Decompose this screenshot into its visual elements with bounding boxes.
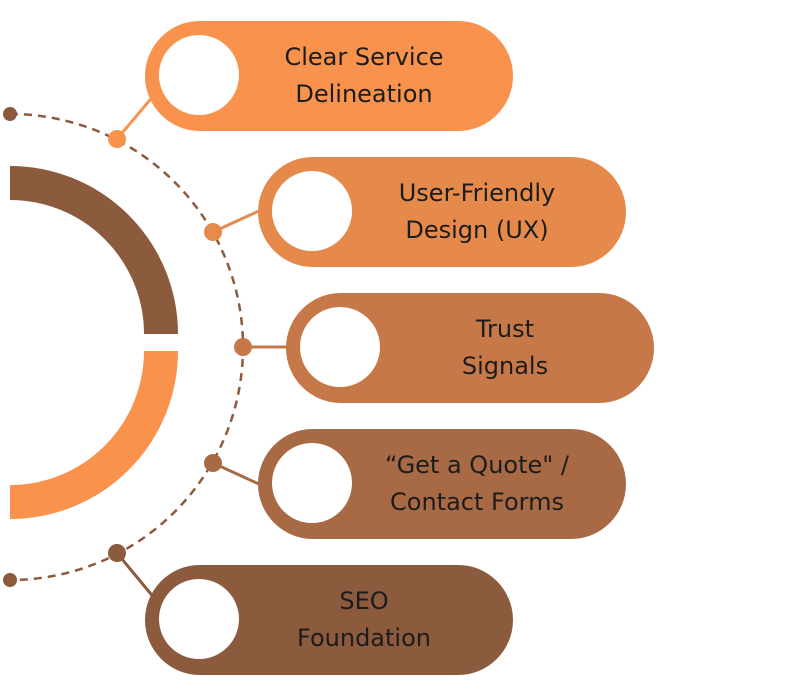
circle-marker bbox=[159, 579, 239, 659]
arc-end-dot-top bbox=[3, 107, 17, 121]
pill-label: SEO Foundation bbox=[297, 587, 431, 652]
pill-label: User-Friendly Design (UX) bbox=[398, 179, 556, 244]
circle-marker bbox=[272, 171, 352, 251]
circle-marker bbox=[300, 307, 380, 387]
arc-end-dot-bottom bbox=[3, 573, 17, 587]
pill-label: Clear Service Delineation bbox=[284, 43, 444, 108]
connector-dot bbox=[204, 454, 222, 472]
pill-seo-foundation: SEO Foundation bbox=[145, 565, 513, 675]
connector-dot bbox=[234, 338, 252, 356]
connector-dot bbox=[108, 544, 126, 562]
pill-get-a-quote: “Get a Quote" / Contact Forms bbox=[258, 429, 626, 539]
half-ring-lower-segment bbox=[9, 350, 178, 519]
pill-clear-service-delineation: Clear Service Delineation bbox=[145, 21, 513, 131]
circle-marker bbox=[159, 35, 239, 115]
connector-dot bbox=[204, 223, 222, 241]
connector-dot bbox=[108, 130, 126, 148]
pill-trust-signals: Trust Signals bbox=[286, 293, 654, 403]
half-ring-upper-segment bbox=[9, 166, 178, 335]
pill-user-friendly-design: User-Friendly Design (UX) bbox=[258, 157, 626, 267]
pill-label: Trust Signals bbox=[461, 315, 549, 380]
circle-marker bbox=[272, 443, 352, 523]
pill-label: “Get a Quote" / Contact Forms bbox=[384, 451, 570, 516]
